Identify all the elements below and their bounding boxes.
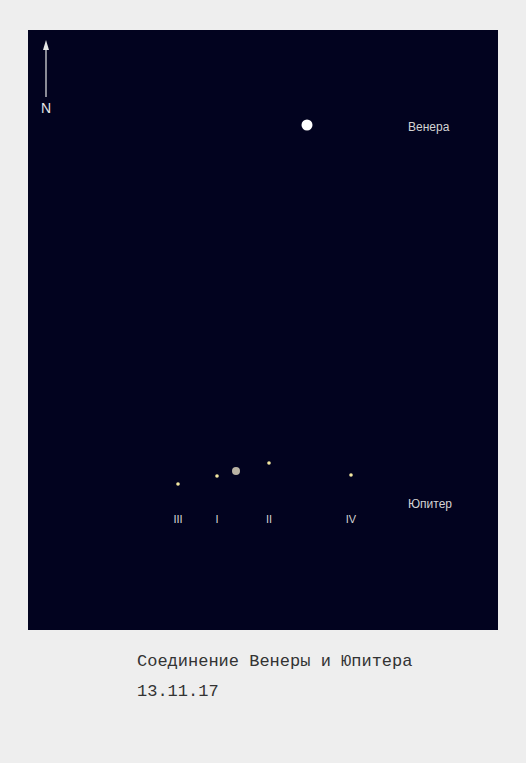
compass-label: N <box>41 100 51 116</box>
planet-label: Юпитер <box>408 497 452 511</box>
north-arrow-shaft <box>45 48 46 97</box>
jupiter-dot <box>232 467 240 475</box>
moon-dot <box>215 474 219 478</box>
venus-dot <box>302 120 313 131</box>
planet-label: Венера <box>408 120 449 134</box>
moon-number: III <box>173 512 182 526</box>
figure-caption: Соединение Венеры и Юпитера 13.11.17 <box>137 647 467 707</box>
sky-panel <box>28 30 498 630</box>
moon-dot <box>176 482 180 486</box>
moon-number: IV <box>346 512 356 526</box>
moon-number: II <box>266 512 272 526</box>
north-arrow-head <box>43 40 49 50</box>
moon-number: I <box>215 512 218 526</box>
moon-dot <box>349 473 353 477</box>
moon-dot <box>267 461 271 465</box>
